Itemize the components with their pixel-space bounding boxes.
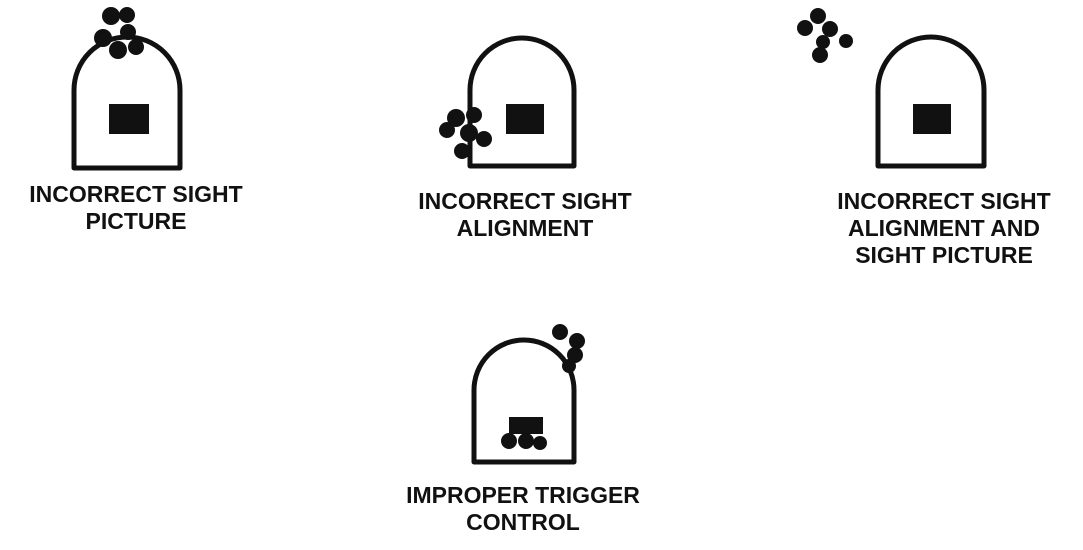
caption-incorrect-sight-picture: INCORRECT SIGHT PICTURE [6, 181, 266, 235]
caption-line: INCORRECT SIGHT [395, 188, 655, 215]
shot-hole [439, 122, 455, 138]
shot-hole [839, 34, 853, 48]
caption-line: IMPROPER TRIGGER [388, 482, 658, 509]
shot-hole [552, 324, 568, 340]
shot-group [439, 107, 492, 159]
panel-improper-trigger-control [474, 324, 585, 462]
caption-line: CONTROL [388, 509, 658, 536]
shot-group [797, 8, 853, 63]
caption-incorrect-sight-alignment: INCORRECT SIGHT ALIGNMENT [395, 188, 655, 242]
shot-hole [120, 24, 136, 40]
shot-hole [812, 47, 828, 63]
caption-incorrect-sight-alignment-and-picture: INCORRECT SIGHT ALIGNMENT AND SIGHT PICT… [808, 188, 1080, 269]
shot-hole [810, 8, 826, 24]
shot-hole [119, 7, 135, 23]
shot-hole [569, 333, 585, 349]
caption-line: PICTURE [6, 208, 266, 235]
caption-line: SIGHT PICTURE [808, 242, 1080, 269]
shot-hole [109, 41, 127, 59]
shot-group [94, 7, 144, 59]
caption-line: ALIGNMENT [395, 215, 655, 242]
shot-hole [562, 359, 576, 373]
rear-sight-aperture [878, 37, 984, 166]
shot-hole [816, 35, 830, 49]
shot-hole [94, 29, 112, 47]
caption-line: INCORRECT SIGHT [6, 181, 266, 208]
front-sight-post [509, 417, 543, 434]
panel-incorrect-sight-alignment [439, 38, 574, 166]
shot-hole [128, 39, 144, 55]
caption-line: ALIGNMENT AND [808, 215, 1080, 242]
shot-hole [466, 107, 482, 123]
shot-hole [501, 433, 517, 449]
front-sight-post [109, 104, 149, 134]
panel-incorrect-sight-picture [74, 7, 180, 168]
caption-line: INCORRECT SIGHT [808, 188, 1080, 215]
shot-hole [460, 124, 478, 142]
front-sight-post [506, 104, 544, 134]
rear-sight-aperture [74, 37, 180, 168]
shot-hole [454, 143, 470, 159]
shot-hole [822, 21, 838, 37]
shot-hole [797, 20, 813, 36]
caption-improper-trigger-control: IMPROPER TRIGGER CONTROL [388, 482, 658, 536]
panel-incorrect-sight-alignment-and-picture [797, 8, 984, 166]
front-sight-post [913, 104, 951, 134]
shot-hole [102, 7, 120, 25]
shot-hole [533, 436, 547, 450]
shot-hole [518, 433, 534, 449]
shot-hole [476, 131, 492, 147]
